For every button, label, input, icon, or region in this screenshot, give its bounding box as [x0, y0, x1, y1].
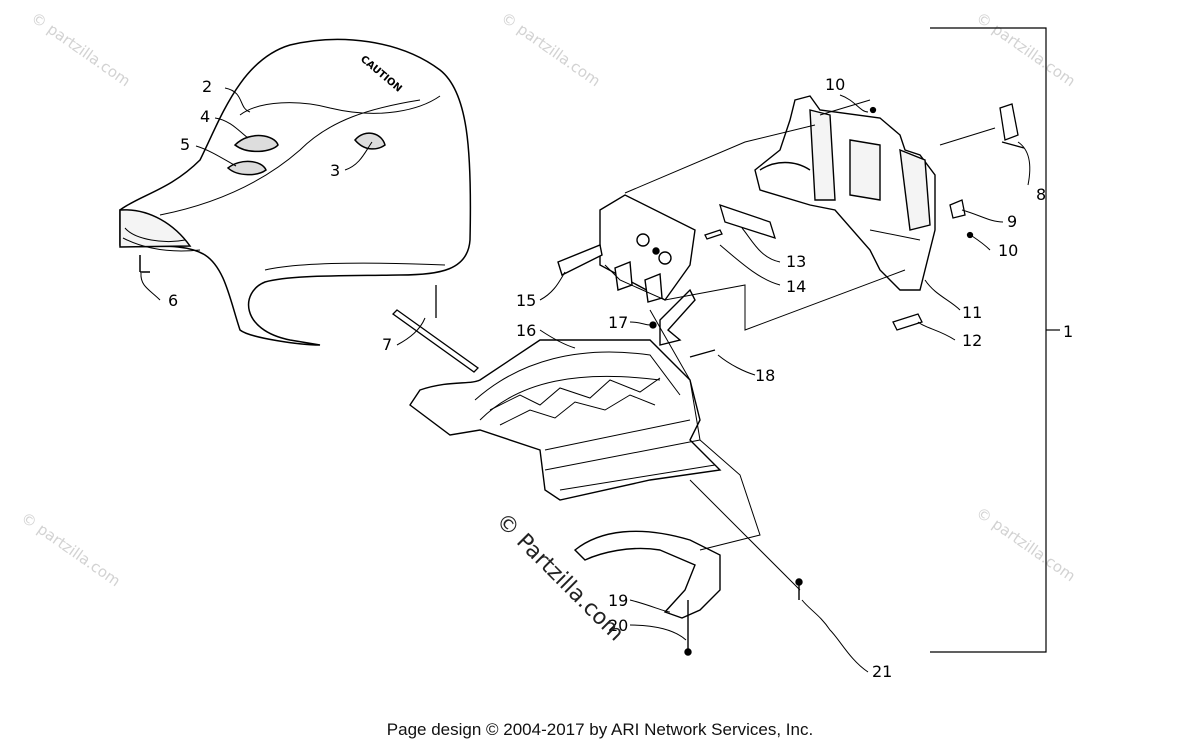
- latch-spring-and-pad: [704, 203, 776, 240]
- assembly-bracket: [930, 27, 1060, 653]
- callout-label: 18: [755, 366, 775, 385]
- callout-label: 10: [998, 241, 1018, 260]
- seat-strap: [391, 285, 480, 373]
- callout-label: 19: [608, 591, 628, 610]
- callout-label: 5: [180, 135, 190, 154]
- callout-label: 2: [202, 77, 212, 96]
- watermark-main: © Partzilla.com: [491, 509, 629, 647]
- watermark: © partzilla.com: [973, 9, 1079, 91]
- callout-label: 6: [168, 291, 178, 310]
- callout-label: 13: [786, 252, 806, 271]
- callout-label: 20: [608, 616, 628, 635]
- callout-label: 10: [825, 75, 845, 94]
- callout-label: 11: [962, 303, 982, 322]
- callout-label: 14: [786, 277, 806, 296]
- callout-label: 8: [1036, 185, 1046, 204]
- seat-illustration: [119, 38, 472, 346]
- callout-label: 4: [200, 107, 210, 126]
- mounting-bracket-plate: [557, 194, 696, 346]
- callout-leaders: [140, 87, 1031, 673]
- copyright-footer: Page design © 2004-2017 by ARI Network S…: [386, 720, 814, 739]
- callout-label: 1: [1063, 322, 1073, 341]
- watermark: © partzilla.com: [18, 509, 124, 591]
- callout-label: 12: [962, 331, 982, 350]
- callout-label: 7: [382, 335, 392, 354]
- callout-label: 17: [608, 313, 628, 332]
- callout-label: 15: [516, 291, 536, 310]
- seat-base-illustration: [409, 339, 722, 501]
- exploded-view-lines: [604, 99, 996, 591]
- watermark: © partzilla.com: [28, 9, 134, 91]
- callout-label: 3: [330, 161, 340, 180]
- storage-box-illustration: [754, 95, 936, 291]
- callout-label: 16: [516, 321, 536, 340]
- callout-label: 9: [1007, 212, 1017, 231]
- callout-numbers: 1 2 3 4 5 6 7 8 9 10 10 11 12 13 14 15 1…: [168, 75, 1073, 681]
- watermark: © partzilla.com: [973, 504, 1079, 586]
- latch-and-hardware: [649, 103, 1025, 358]
- grab-bar-and-bolts: [573, 530, 803, 656]
- callout-label: 21: [872, 662, 892, 681]
- watermark: © partzilla.com: [498, 9, 604, 91]
